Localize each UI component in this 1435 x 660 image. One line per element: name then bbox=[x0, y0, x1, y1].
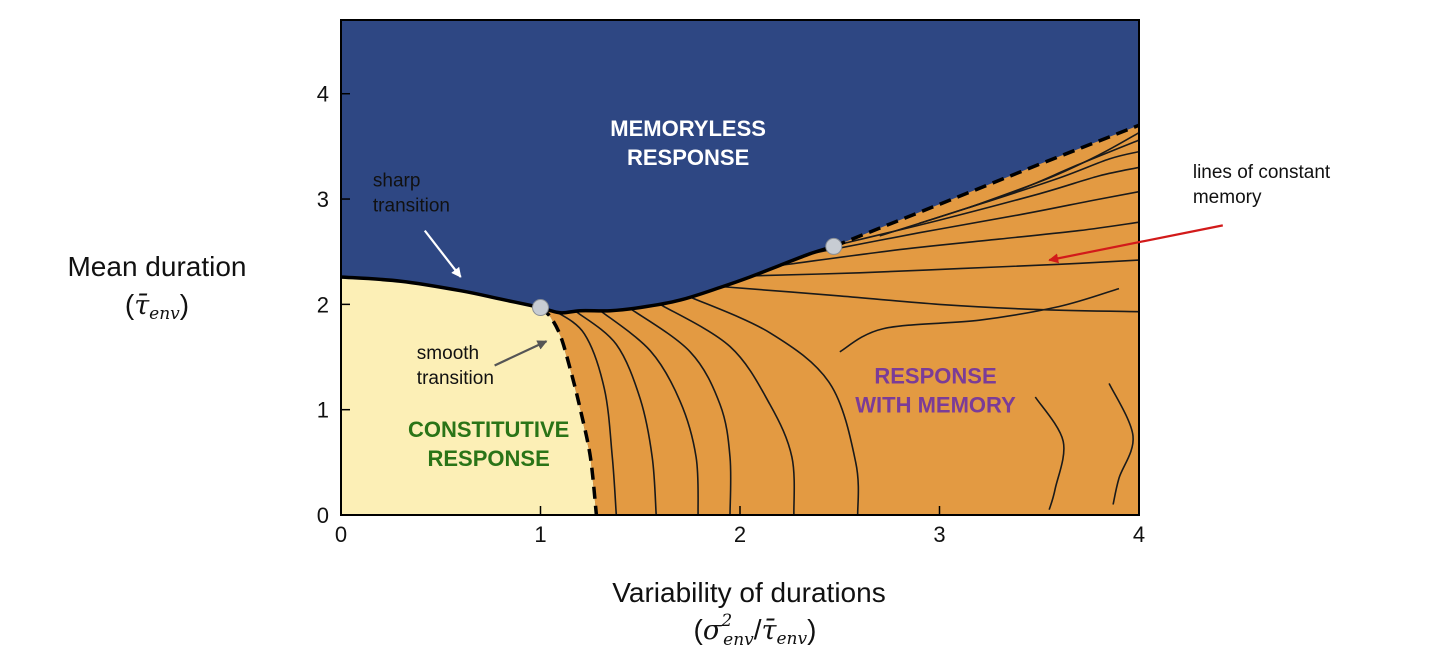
constant-memory-line bbox=[749, 259, 1139, 277]
constant-memory-line bbox=[839, 287, 1120, 353]
region-label-line: CONSTITUTIVE bbox=[408, 417, 569, 442]
annotation-text: lines of constant memory bbox=[1193, 162, 1331, 208]
annotation-arrow bbox=[1048, 224, 1224, 264]
constant-memory-line bbox=[1108, 383, 1134, 505]
x-sym-open: ( bbox=[694, 614, 704, 645]
y-sym-sub: env bbox=[149, 304, 180, 324]
constant-memory-line bbox=[809, 190, 1139, 255]
plot-area bbox=[341, 20, 1139, 515]
constant-memory-line bbox=[969, 131, 1139, 209]
y-tick-label: 3 bbox=[317, 187, 329, 212]
x-sym-sub2: env bbox=[776, 629, 807, 649]
annotation-text: smooth transition bbox=[417, 343, 494, 389]
constant-memory-line bbox=[719, 285, 1139, 313]
critical-point bbox=[532, 299, 549, 317]
region-label-line: WITH MEMORY bbox=[855, 392, 1016, 417]
y-sym-open: ( bbox=[125, 289, 135, 320]
x-sym-main: σ bbox=[703, 615, 723, 646]
constant-memory-line bbox=[1034, 396, 1065, 510]
annotation-line: transition bbox=[417, 368, 494, 389]
sharp-transition-boundary bbox=[341, 275, 541, 310]
region-label-line: RESPONSE bbox=[427, 446, 549, 471]
upper-boundary-line bbox=[540, 244, 835, 315]
y-sym-main: τ̄ bbox=[134, 290, 150, 321]
constant-memory-line bbox=[599, 310, 699, 515]
constant-memory-line bbox=[629, 307, 732, 515]
y-tick-label: 1 bbox=[317, 398, 329, 423]
region-label: CONSTITUTIVE RESPONSE bbox=[408, 417, 569, 471]
y-tick-label: 0 bbox=[317, 503, 329, 528]
dashed-upper-boundary bbox=[833, 123, 1139, 249]
x-tick-label: 1 bbox=[534, 522, 546, 547]
annotations: sharp transition smooth transition lines of … bbox=[373, 162, 1331, 389]
x-sym-sup: 2 bbox=[720, 611, 732, 631]
x-tick-label: 0 bbox=[335, 522, 347, 547]
x-axis-ticks: 0 1 2 3 4 bbox=[335, 506, 1145, 547]
constant-memory-line bbox=[575, 311, 657, 515]
y-axis-symbol: (τ̄env) bbox=[125, 289, 189, 324]
y-axis-ticks: 0 1 2 3 4 bbox=[317, 82, 350, 528]
annotation-line: smooth bbox=[417, 343, 479, 364]
memory-region bbox=[540, 125, 1139, 515]
annotation-arrow bbox=[423, 229, 462, 278]
x-sym-sub: env bbox=[723, 630, 754, 650]
annotation-line: lines of constant bbox=[1193, 162, 1331, 183]
x-sym-slash: / bbox=[754, 614, 762, 645]
y-tick-label: 2 bbox=[317, 292, 329, 317]
x-axis-title: Variability of durations bbox=[612, 577, 885, 608]
constant-memory-line bbox=[554, 310, 618, 515]
x-tick-label: 4 bbox=[1133, 522, 1145, 547]
x-tick-label: 3 bbox=[933, 522, 945, 547]
critical-points bbox=[532, 237, 843, 317]
annotation-arrow bbox=[494, 340, 548, 367]
annotation-line: memory bbox=[1193, 187, 1262, 208]
y-tick-label: 4 bbox=[317, 82, 329, 107]
x-sym-main2: τ̄ bbox=[762, 615, 778, 646]
region-label: RESPONSE WITH MEMORY bbox=[855, 363, 1016, 417]
annotation-line: transition bbox=[373, 195, 450, 216]
region-label: MEMORYLESS RESPONSE bbox=[610, 116, 766, 170]
dashed-lower-boundary bbox=[539, 306, 599, 515]
x-tick-label: 2 bbox=[734, 522, 746, 547]
y-axis-title: Mean duration bbox=[67, 251, 246, 282]
region-label-line: MEMORYLESS bbox=[610, 116, 766, 141]
constant-memory-line bbox=[659, 303, 796, 515]
annotation-text: sharp transition bbox=[373, 170, 450, 216]
x-sym-close: ) bbox=[807, 614, 816, 645]
constant-memory-lines bbox=[554, 131, 1139, 515]
constitutive-region bbox=[341, 276, 597, 515]
y-sym-close: ) bbox=[180, 289, 189, 320]
annotation-line: sharp bbox=[373, 170, 421, 191]
constant-memory-line bbox=[779, 221, 1139, 267]
constant-memory-line bbox=[689, 296, 860, 515]
critical-point bbox=[825, 237, 843, 255]
region-label-line: RESPONSE bbox=[874, 363, 996, 388]
region-label-line: RESPONSE bbox=[627, 145, 749, 170]
